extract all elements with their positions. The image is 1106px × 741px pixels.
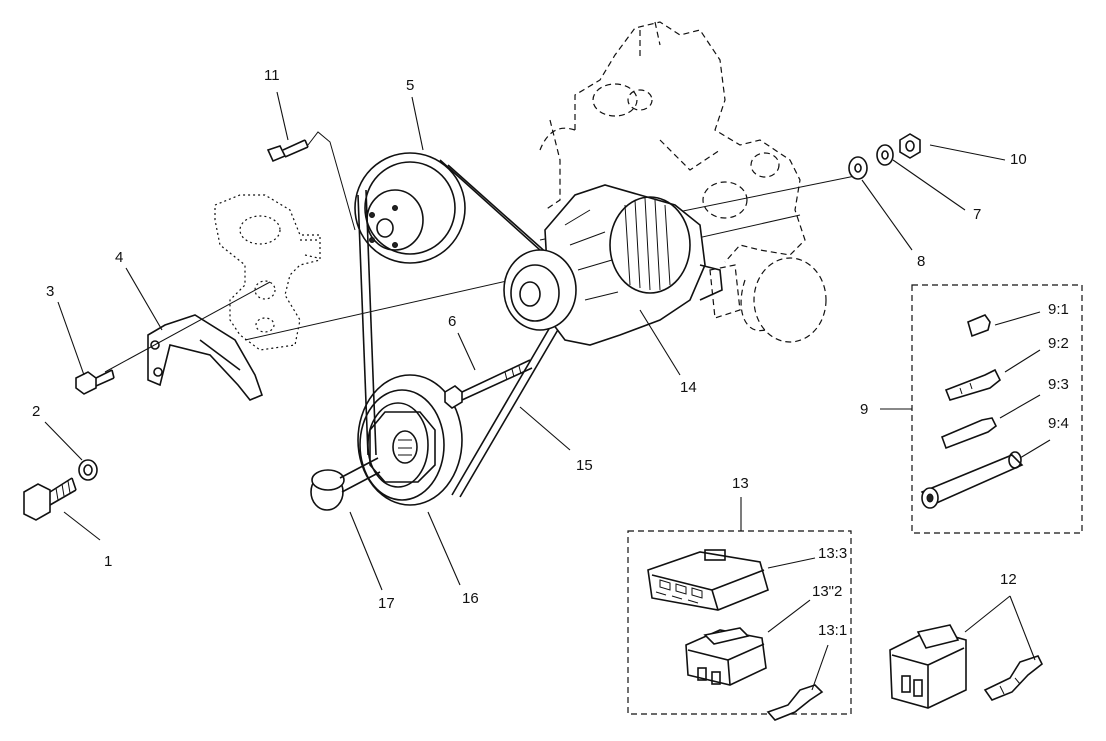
label-part-10: 10 bbox=[1010, 151, 1027, 168]
kit-13-box bbox=[627, 530, 852, 721]
label-part-17: 17 bbox=[378, 595, 395, 612]
part-3-bolt bbox=[75, 369, 115, 395]
water-pump-housing bbox=[214, 194, 321, 351]
label-part-4: 4 bbox=[115, 249, 124, 266]
label-part-5: 5 bbox=[406, 77, 415, 94]
leader-lines bbox=[44, 91, 1051, 691]
part-4-bracket bbox=[147, 314, 264, 401]
label-part-7: 7 bbox=[973, 206, 982, 223]
kit-9-box bbox=[911, 284, 1083, 534]
axis-line-bracket bbox=[104, 281, 271, 373]
part-14-alternator bbox=[503, 184, 723, 346]
label-part-6: 6 bbox=[448, 313, 457, 330]
label-part-8: 8 bbox=[917, 253, 926, 270]
label-part-9-1: 9:1 bbox=[1048, 301, 1069, 318]
part-11-bolt bbox=[266, 131, 356, 231]
label-part-13: 13 bbox=[732, 475, 749, 492]
label-part-14: 14 bbox=[680, 379, 697, 396]
label-part-15: 15 bbox=[576, 457, 593, 474]
label-part-9: 9 bbox=[860, 401, 869, 418]
oil-filter bbox=[709, 257, 827, 343]
label-part-16: 16 bbox=[462, 590, 479, 607]
label-part-9-3: 9:3 bbox=[1048, 376, 1069, 393]
label-part-13-3: 13:3 bbox=[818, 545, 848, 562]
part-5-upper-pulley bbox=[354, 152, 466, 264]
part-10-nut bbox=[899, 133, 921, 159]
part-7-lock-washer bbox=[876, 144, 894, 166]
part-2-washer bbox=[78, 459, 98, 481]
label-part-1: 1 bbox=[104, 553, 113, 570]
label-part-9-2: 9:2 bbox=[1048, 335, 1069, 352]
label-part-13-2: 13"2 bbox=[812, 583, 843, 600]
label-part-2: 2 bbox=[32, 403, 41, 420]
engine-block bbox=[539, 21, 827, 343]
label-part-13-1: 13:1 bbox=[818, 622, 848, 639]
label-part-3: 3 bbox=[46, 283, 55, 300]
part-1-bolt bbox=[23, 477, 77, 521]
part-6-long-bolt bbox=[444, 359, 533, 409]
label-part-11: 11 bbox=[264, 67, 280, 84]
label-part-9-4: 9:4 bbox=[1048, 415, 1069, 432]
part-12-connector bbox=[889, 624, 1044, 709]
part-8-washer bbox=[848, 156, 868, 180]
part-17-pulley-bolt bbox=[310, 457, 381, 511]
label-part-12: 12 bbox=[1000, 571, 1017, 588]
